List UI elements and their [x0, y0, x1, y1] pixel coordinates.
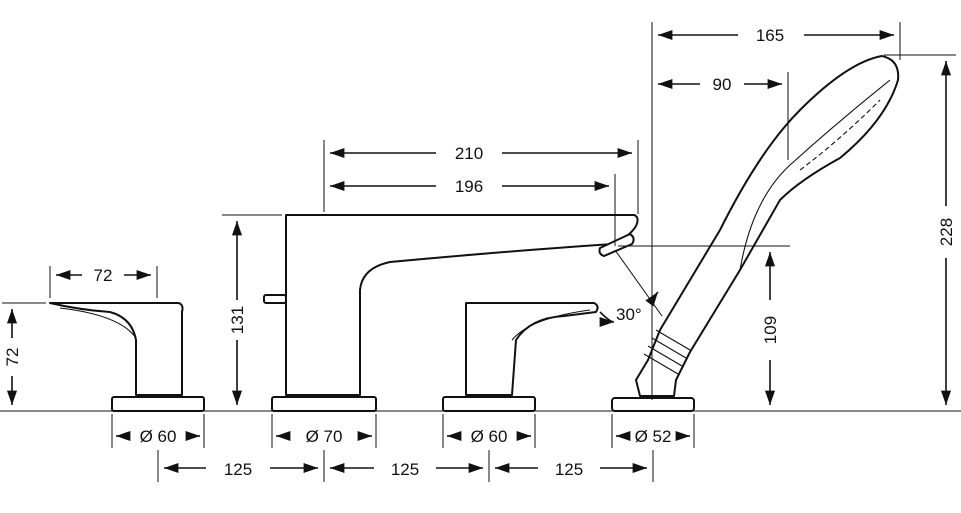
dim-spout-base-diameter: Ø 70	[271, 414, 377, 448]
label-spacing-3: 125	[555, 460, 583, 479]
right-handle	[442, 302, 599, 412]
label-left-handle-height: 72	[3, 348, 22, 367]
label-right-base-diameter: Ø 60	[471, 427, 508, 446]
label-spacing-2: 125	[391, 460, 419, 479]
label-shower-height: 228	[937, 218, 956, 246]
dim-outlet-height: 109	[618, 245, 790, 405]
label-left-handle-width: 72	[94, 266, 113, 285]
label-shower-reach: 165	[756, 26, 784, 45]
dim-spout-length-inner: 196	[330, 174, 616, 246]
label-spout-base-diameter: Ø 70	[306, 427, 343, 446]
label-left-base-diameter: Ø 60	[140, 427, 177, 446]
label-spout-height: 131	[228, 306, 247, 334]
left-handle	[49, 302, 205, 412]
spout-base	[271, 396, 377, 412]
dim-spout-height: 131	[222, 214, 282, 405]
dim-left-base-diameter: Ø 60	[111, 414, 205, 448]
diverter-pin	[263, 294, 287, 304]
dim-spacings: 125 125 125	[157, 450, 654, 482]
hand-shower	[611, 55, 900, 412]
dim-spout-length-outer: 210	[323, 140, 639, 214]
spout	[263, 214, 639, 412]
dim-left-handle-width: 72	[49, 266, 158, 298]
label-shower-head-offset: 90	[713, 75, 732, 94]
label-spout-length-inner: 196	[455, 177, 483, 196]
left-handle-base	[111, 396, 205, 412]
dim-right-base-diameter: Ø 60	[442, 414, 536, 448]
label-spacing-1: 125	[224, 460, 252, 479]
label-spray-angle: 30°	[616, 305, 642, 324]
dim-shower-base-diameter: Ø 52	[611, 414, 695, 448]
label-outlet-height: 109	[761, 316, 780, 344]
label-shower-base-diameter: Ø 52	[635, 427, 672, 446]
shower-base	[611, 397, 695, 412]
dim-spray-angle: 30°	[599, 249, 663, 328]
right-handle-base	[442, 396, 536, 412]
label-spout-length-outer: 210	[455, 144, 483, 163]
dim-shower-reach: 165	[651, 22, 901, 400]
dim-shower-head-offset: 90	[658, 72, 789, 160]
dim-shower-height: 228	[884, 54, 956, 405]
dim-left-handle-height: 72	[2, 302, 46, 405]
